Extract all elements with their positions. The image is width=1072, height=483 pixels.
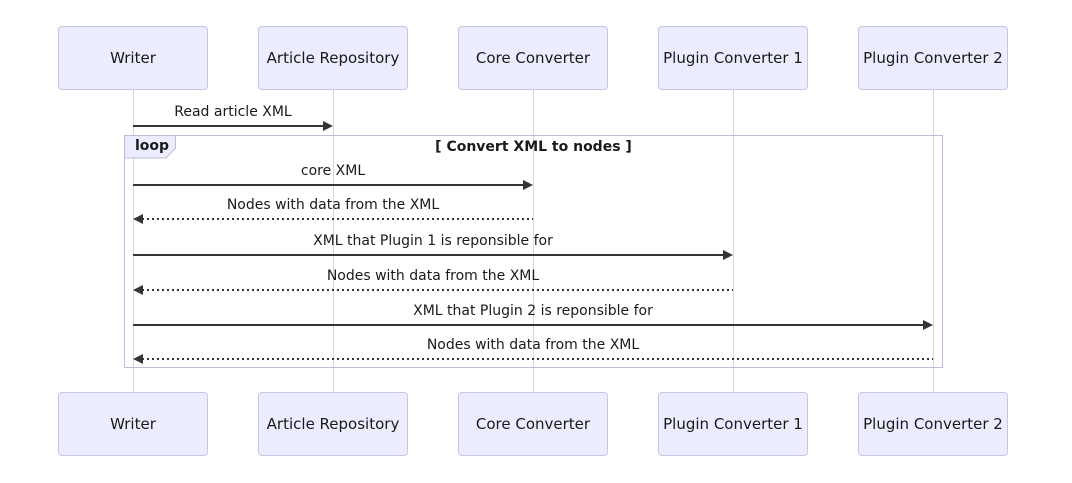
actor-bottom-core-converter: Core Converter	[458, 392, 608, 456]
message-label: XML that Plugin 1 is reponsible for	[313, 233, 553, 249]
lifeline-plugin-converter-1	[732, 90, 734, 392]
actor-label: Writer	[110, 415, 156, 433]
message-line-solid	[133, 324, 924, 326]
message-5: Nodes with data from the XML	[133, 268, 733, 300]
arrowhead-right-icon	[523, 180, 533, 190]
message-line-solid	[133, 254, 724, 256]
actor-top-core-converter: Core Converter	[458, 26, 608, 90]
actor-bottom-plugin-converter-1: Plugin Converter 1	[658, 392, 808, 456]
actor-top-article-repository: Article Repository	[258, 26, 408, 90]
arrowhead-right-icon	[323, 121, 333, 131]
lifeline-writer	[132, 90, 134, 392]
loop-label: loop	[135, 138, 170, 154]
message-line-solid	[133, 125, 324, 127]
arrowhead-left-icon	[133, 354, 143, 364]
loop-tab-icon	[124, 135, 176, 159]
actor-bottom-writer: Writer	[58, 392, 208, 456]
arrowhead-left-icon	[133, 214, 143, 224]
message-2: core XML	[133, 163, 533, 195]
arrowhead-right-icon	[923, 320, 933, 330]
actor-top-plugin-converter-1: Plugin Converter 1	[658, 26, 808, 90]
message-4: XML that Plugin 1 is reponsible for	[133, 233, 733, 265]
message-label: Nodes with data from the XML	[426, 337, 640, 353]
actor-label: Article Repository	[266, 49, 400, 67]
message-line-solid	[133, 184, 524, 186]
actor-label: Core Converter	[475, 49, 591, 67]
message-7: Nodes with data from the XML	[133, 337, 933, 369]
actor-label: Plugin Converter 2	[863, 49, 1003, 67]
lifeline-core-converter	[532, 90, 534, 392]
loop-condition: [ Convert XML to nodes ]	[435, 139, 632, 155]
actor-label: Core Converter	[475, 415, 591, 433]
lifeline-plugin-converter-2	[932, 90, 934, 392]
message-label: Nodes with data from the XML	[326, 268, 540, 284]
lifeline-article-repository	[332, 90, 334, 392]
actor-label: Plugin Converter 1	[663, 49, 803, 67]
actor-bottom-article-repository: Article Repository	[258, 392, 408, 456]
actor-label: Plugin Converter 2	[863, 415, 1003, 433]
message-label: Nodes with data from the XML	[226, 197, 440, 213]
actor-label: Plugin Converter 1	[663, 415, 803, 433]
actor-bottom-plugin-converter-2: Plugin Converter 2	[858, 392, 1008, 456]
message-6: XML that Plugin 2 is reponsible for	[133, 303, 933, 335]
loop-frame: loop [ Convert XML to nodes ]	[124, 135, 943, 368]
message-label: XML that Plugin 2 is reponsible for	[413, 303, 653, 319]
message-1: Read article XML	[133, 104, 333, 136]
message-label: Read article XML	[174, 104, 292, 120]
message-line-dashed	[142, 289, 733, 291]
actor-label: Article Repository	[266, 415, 400, 433]
arrowhead-left-icon	[133, 285, 143, 295]
message-line-dashed	[142, 218, 533, 220]
actor-top-writer: Writer	[58, 26, 208, 90]
message-label: core XML	[300, 163, 366, 179]
arrowhead-right-icon	[723, 250, 733, 260]
actor-label: Writer	[110, 49, 156, 67]
message-line-dashed	[142, 358, 933, 360]
actor-top-plugin-converter-2: Plugin Converter 2	[858, 26, 1008, 90]
message-3: Nodes with data from the XML	[133, 197, 533, 229]
